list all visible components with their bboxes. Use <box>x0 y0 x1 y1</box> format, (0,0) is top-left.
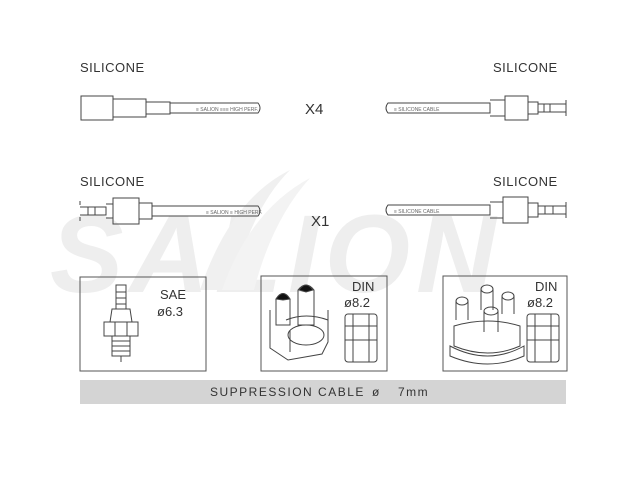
cable-row2-left: ≡ SALION ≡ HIGH PERF. <box>79 197 262 225</box>
svg-text:≡ SILICONE CABLE: ≡ SILICONE CABLE <box>394 209 440 215</box>
sae-size: ø6.3 <box>157 304 184 319</box>
box-din-right <box>442 275 568 372</box>
sae-title: SAE <box>160 287 187 302</box>
row1-multiplier: X4 <box>305 101 324 118</box>
svg-text:≡ SALION ≡ HIGH PERF.: ≡ SALION ≡ HIGH PERF. <box>206 210 262 216</box>
row2-multiplier: X1 <box>311 213 330 230</box>
din-right-size: ø8.2 <box>527 295 554 310</box>
connector-boot-icon <box>344 313 378 363</box>
din-left-title: DIN <box>352 279 375 294</box>
diameter-symbol: ø <box>372 385 381 399</box>
distributor-cap-icon <box>269 284 329 361</box>
cable-row1-right: ≡ SILICONE CABLE <box>385 95 567 121</box>
distributor-cap-icon <box>449 284 525 365</box>
row2-left-label: SILICONE <box>80 174 145 189</box>
cable-row2-right: ≡ SILICONE CABLE <box>385 196 567 224</box>
row1-left-label: SILICONE <box>80 60 145 75</box>
footer-text: SUPPRESSION CABLE <box>210 385 365 399</box>
footer-size: 7mm <box>398 385 430 399</box>
box-sae <box>79 276 207 372</box>
footer-bar: SUPPRESSION CABLE ø 7mm <box>80 380 566 404</box>
box-din-left <box>260 275 388 372</box>
svg-text:≡ SALION ≡≡≡ HIGH PERF.: ≡ SALION ≡≡≡ HIGH PERF. <box>196 107 258 113</box>
svg-text:≡ SILICONE CABLE: ≡ SILICONE CABLE <box>394 107 440 113</box>
spark-plug-icon <box>103 284 139 362</box>
row1-right-label: SILICONE <box>493 60 558 75</box>
din-left-size: ø8.2 <box>344 295 371 310</box>
watermark-logo: SALION <box>50 170 496 316</box>
cable-row1-left: ≡ SALION ≡≡≡ HIGH PERF. <box>80 95 261 121</box>
din-right-title: DIN <box>535 279 558 294</box>
connector-boot-icon <box>526 313 560 363</box>
row2-right-label: SILICONE <box>493 174 558 189</box>
